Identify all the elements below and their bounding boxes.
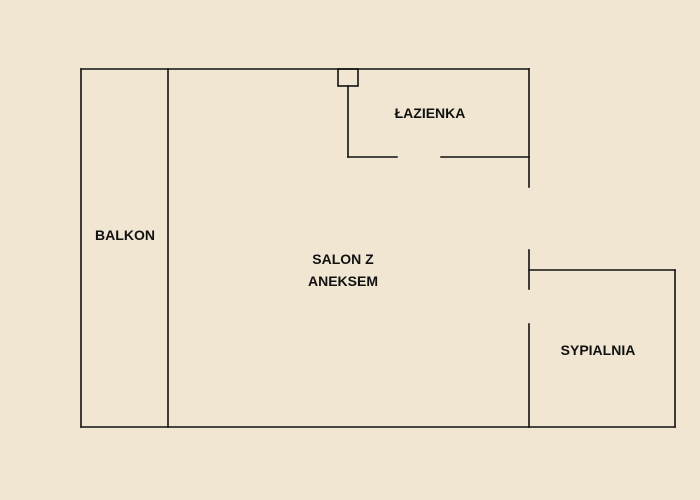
room-label-salon: SALON Z ANEKSEM [308, 248, 378, 292]
room-label-lazienka: ŁAZIENKA [394, 105, 466, 121]
room-label-sypialnia: SYPIALNIA [560, 342, 636, 358]
room-label-salon-line1: SALON Z [312, 251, 374, 267]
room-label-salon-line2: ANEKSEM [307, 273, 379, 289]
ventilation-shaft [337, 68, 359, 87]
room-label-balkon: BALKON [95, 227, 155, 243]
